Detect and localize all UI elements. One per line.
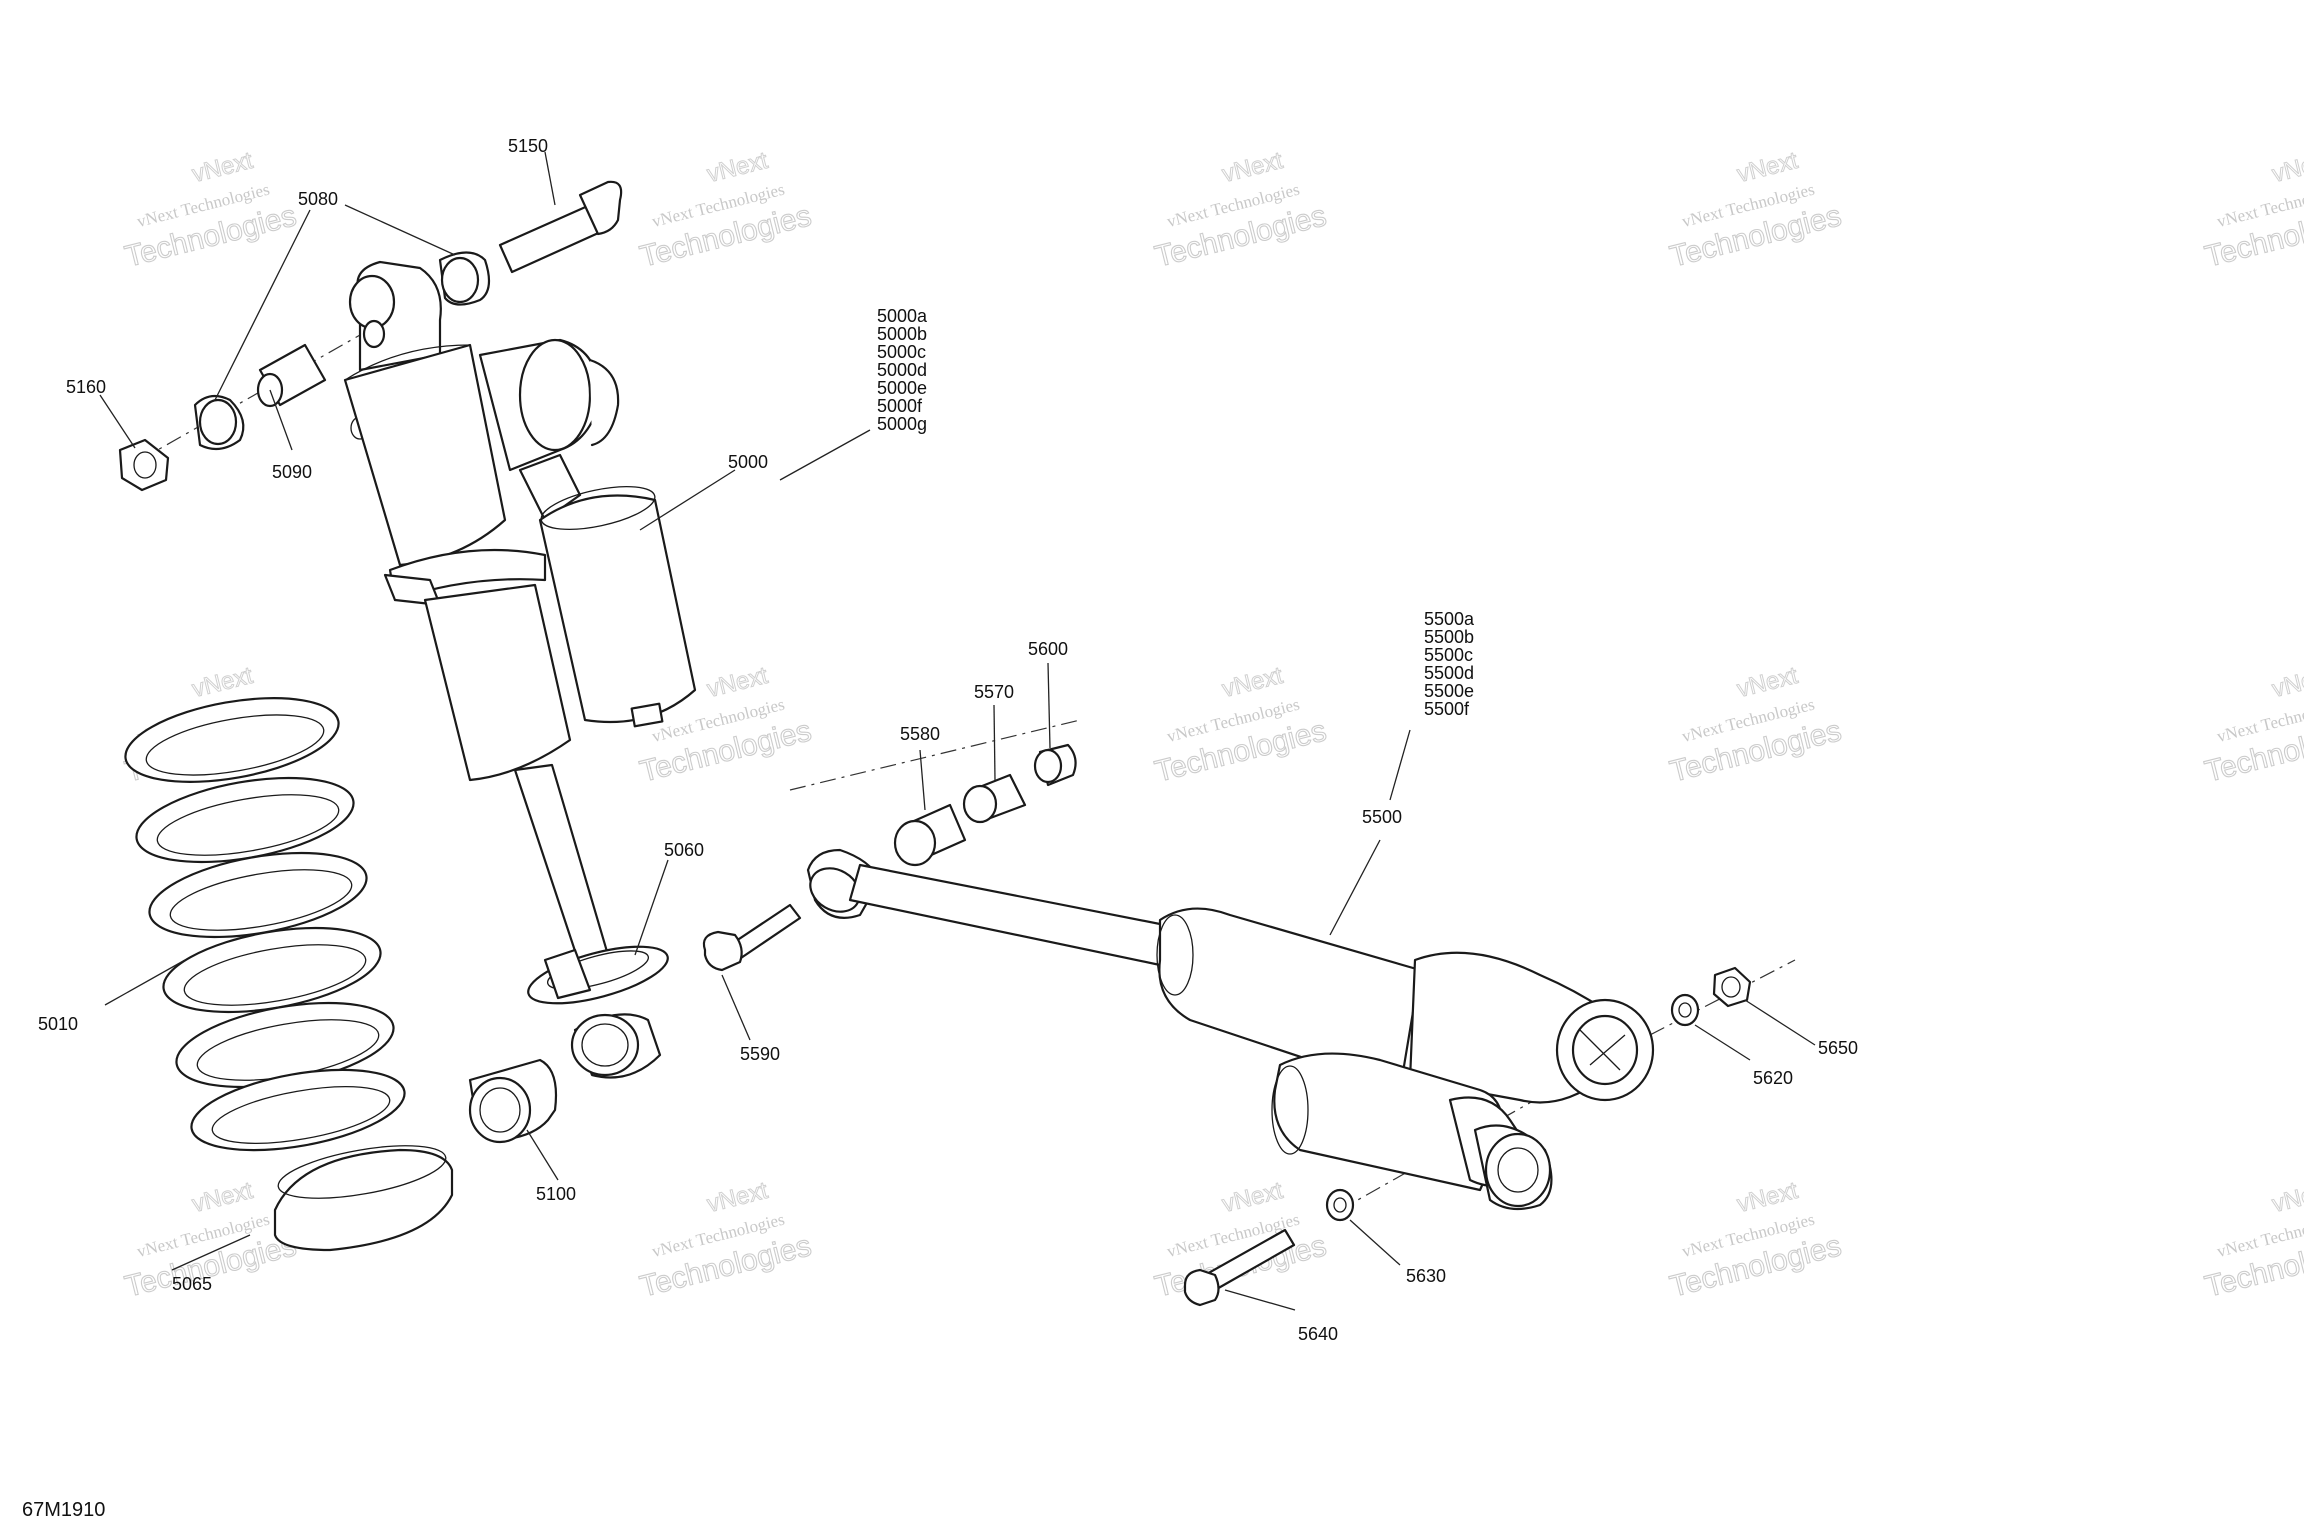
callout-5100: 5100 <box>536 1184 576 1204</box>
callout-5000d: 5000d <box>877 360 927 380</box>
callout-5010: 5010 <box>38 1014 78 1034</box>
spring-seat-ring <box>273 1145 454 1252</box>
front-shock-assembly <box>139 260 697 1079</box>
callout-5630: 5630 <box>1406 1266 1446 1286</box>
watermark-brand: vNext <box>1734 147 1800 188</box>
callout-5500f: 5500f <box>1424 699 1470 719</box>
callout-5570: 5570 <box>974 682 1014 702</box>
watermark-brand: vNext <box>1734 662 1800 703</box>
callout-5620: 5620 <box>1753 1068 1793 1088</box>
callout-5500e: 5500e <box>1424 681 1474 701</box>
callout-5000b: 5000b <box>877 324 927 344</box>
bushing-5100 <box>468 1058 558 1144</box>
coil-spring <box>124 697 406 1152</box>
callout-5580: 5580 <box>900 724 940 744</box>
watermark-brand: vNext <box>704 662 770 703</box>
watermark-brand: vNext <box>2269 662 2304 703</box>
callout-5000e: 5000e <box>877 378 927 398</box>
watermark-brand: vNext <box>2269 1177 2304 1218</box>
callout-5500c: 5500c <box>1424 645 1473 665</box>
figure-id: 67M1910 <box>22 1499 105 1521</box>
watermark-brand: vNext <box>1219 1177 1285 1218</box>
callout-5650: 5650 <box>1818 1038 1858 1058</box>
callout-5000: 5000 <box>728 452 768 472</box>
callout-5060: 5060 <box>664 840 704 860</box>
callout-5090: 5090 <box>272 462 312 482</box>
callout-5600: 5600 <box>1028 639 1068 659</box>
rear-mount-hardware <box>702 743 1752 1307</box>
callout-5065: 5065 <box>172 1274 212 1294</box>
callout-5150: 5150 <box>508 136 548 156</box>
callout-5500d: 5500d <box>1424 663 1474 683</box>
watermark-brand: vNext <box>1219 147 1285 188</box>
watermark-brand: vNext <box>189 147 255 188</box>
callout-5000g: 5000g <box>877 414 927 434</box>
leader-lines <box>99 151 1816 1311</box>
callout-5640: 5640 <box>1298 1324 1338 1344</box>
callout-5500a: 5500a <box>1424 609 1475 629</box>
watermark-brand: vNext <box>1219 662 1285 703</box>
callout-5000a: 5000a <box>877 306 928 326</box>
callout-labels: 5150 5080 5160 5090 5000 5000a 5000b 500… <box>38 136 1858 1344</box>
callout-5080: 5080 <box>298 189 338 209</box>
watermark-brand: vNext <box>704 147 770 188</box>
callout-5500: 5500 <box>1362 807 1402 827</box>
callout-5000f: 5000f <box>877 396 923 416</box>
watermark-brand: vNext <box>189 1177 255 1218</box>
watermark-brand: vNext <box>1734 1177 1800 1218</box>
callout-5590: 5590 <box>740 1044 780 1064</box>
callout-5160: 5160 <box>66 377 106 397</box>
watermark-brand: vNext <box>189 662 255 703</box>
callout-5500b: 5500b <box>1424 627 1474 647</box>
callout-5000c: 5000c <box>877 342 926 362</box>
watermark-brand: vNext <box>2269 147 2304 188</box>
rear-shock-assembly <box>789 719 1796 1211</box>
watermark-brand: vNext <box>704 1177 770 1218</box>
